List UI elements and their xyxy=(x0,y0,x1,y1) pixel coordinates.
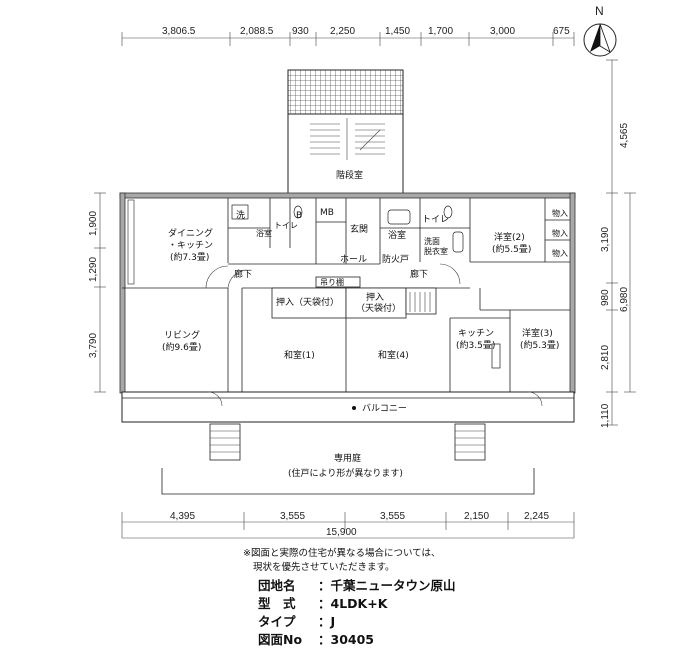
info-key-complex: 団地名 xyxy=(258,578,296,593)
room-mb-label: MB xyxy=(320,208,334,218)
left-dimension-line: 1,900 1,290 3,790 xyxy=(88,192,106,393)
disclaimer-line-1: ※図面と実際の住宅が異なる場合については、 xyxy=(243,548,441,559)
room-toilet-left-label: トイレ xyxy=(274,221,298,230)
info-row-type: 型 式 ：4LDK+K xyxy=(258,596,387,612)
dim-top-8: 675 xyxy=(553,26,570,37)
dim-right-1: 4,565 xyxy=(619,123,630,148)
room-storage-2-label: 物入 xyxy=(552,228,568,238)
interior-partitions xyxy=(122,198,570,407)
room-corridor-left-label: 廊下 xyxy=(234,268,252,280)
dim-right-2: 3,190 xyxy=(600,227,611,252)
room-storage-1-label: 物入 xyxy=(552,208,568,218)
room-balcony-label: バルコニー xyxy=(362,403,407,414)
room-wash-dress-label-2: 脱衣室 xyxy=(424,246,448,256)
room-labels: ダイニング ・キッチン (約7.3畳) 洗 浴室 B トイレ MB 玄関 浴室 … xyxy=(162,208,568,414)
dim-bottom-3: 3,555 xyxy=(380,511,405,522)
dim-bottom-2: 3,555 xyxy=(280,511,305,522)
dim-top-3: 930 xyxy=(292,26,309,37)
info-row-drawing-no: 図面No ：30405 xyxy=(258,632,374,648)
dim-left-3: 3,790 xyxy=(88,333,99,358)
dim-top-2: 2,088.5 xyxy=(240,26,274,37)
room-hall-label: ホール xyxy=(340,254,367,265)
room-living-label: リビング xyxy=(164,329,200,341)
info-row-variant: タイプ ：J xyxy=(258,614,335,630)
room-shelf-label: 吊り棚 xyxy=(320,277,344,287)
room-bath-left-label: 浴室 xyxy=(256,228,272,238)
dim-left-2: 1,290 xyxy=(88,257,99,282)
stair-tower: 階段室 xyxy=(287,69,404,195)
disclaimer-line-2: 現状を優先させていただきます。 xyxy=(253,562,395,573)
garden-label: 専用庭 xyxy=(334,452,361,464)
room-bath-right-label: 浴室 xyxy=(388,229,406,241)
room-oshiire-right-label: 押入 xyxy=(366,291,384,303)
dim-right-3: 6,980 xyxy=(619,287,630,312)
room-wash-dress-label: 洗面 xyxy=(424,236,440,246)
info-key-variant: タイプ xyxy=(258,614,296,629)
info-key-drawing-no: 図面No xyxy=(258,632,303,647)
room-washitsu4-label: 和室(4) xyxy=(378,349,409,361)
dim-top-4: 2,250 xyxy=(330,26,355,37)
room-west2-size: (約5.5畳) xyxy=(492,243,531,255)
compass-north-label: N xyxy=(595,4,604,18)
info-value-type: ：4LDK+K xyxy=(318,596,388,611)
bottom-dimension-line: 4,395 3,555 3,555 2,150 2,245 15,900 xyxy=(121,511,575,539)
garden-note: (住戸により形が異なります) xyxy=(288,467,403,479)
top-dimension-line: 3,806.5 2,088.5 930 2,250 1,450 1,700 3,… xyxy=(121,26,575,46)
info-key-type: 型 式 xyxy=(258,596,296,611)
dim-bottom-4: 2,150 xyxy=(464,511,489,522)
room-washitsu1-label: 和室(1) xyxy=(284,349,315,361)
room-b-label: B xyxy=(296,211,302,221)
dim-top-5: 1,450 xyxy=(385,26,410,37)
dim-top-1: 3,806.5 xyxy=(162,26,196,37)
room-toilet-right-label: トイレ xyxy=(422,215,449,225)
dim-right-4: 980 xyxy=(600,289,611,306)
dim-left-1: 1,900 xyxy=(88,211,99,236)
room-west3-size: (約5.3畳) xyxy=(520,339,559,351)
dim-right-6: 1,110 xyxy=(600,403,611,428)
room-wash-label: 洗 xyxy=(236,209,245,221)
room-entrance-label: 玄関 xyxy=(350,223,368,235)
info-value-drawing-no: ：30405 xyxy=(318,632,374,647)
info-row-complex: 団地名 ：千葉ニュータウン原山 xyxy=(258,578,456,594)
dim-top-6: 1,700 xyxy=(428,26,453,37)
room-oshiire-left-label: 押入（天袋付） xyxy=(276,296,339,308)
room-dining-label-2: ・キッチン xyxy=(168,240,213,251)
room-stair-label: 階段室 xyxy=(336,169,363,181)
room-storage-3-label: 物入 xyxy=(552,248,568,258)
right-dimension-line: 4,565 3,190 6,980 980 2,810 1,110 xyxy=(600,59,636,428)
dim-right-5: 2,810 xyxy=(600,345,611,370)
dim-top-7: 3,000 xyxy=(490,26,515,37)
room-living-size: (約9.6畳) xyxy=(162,341,201,353)
info-value-variant: ：J xyxy=(318,614,336,629)
room-west3-label: 洋室(3) xyxy=(522,327,553,339)
room-kitchen-label: キッチン xyxy=(458,328,494,339)
room-oshiire-right-label-2: （天袋付） xyxy=(356,302,401,314)
room-dining-size: (約7.3畳) xyxy=(170,251,209,263)
info-value-complex: ：千葉ニュータウン原山 xyxy=(318,578,456,593)
dim-bottom-total: 15,900 xyxy=(326,527,357,538)
private-garden: 専用庭 (住戸により形が異なります) xyxy=(161,423,535,495)
dim-bottom-5: 2,245 xyxy=(524,511,549,522)
north-compass-icon: N xyxy=(583,4,617,57)
room-fire-door-label: 防火戸 xyxy=(382,253,409,265)
room-west2-label: 洋室(2) xyxy=(494,231,525,243)
room-dining-label: ダイニング xyxy=(168,227,213,239)
room-corridor-right-label: 廊下 xyxy=(410,268,428,280)
room-kitchen-size: (約3.5畳) xyxy=(456,339,495,351)
disclaimer-notes: ※図面と実際の住宅が異なる場合については、 現状を優先させていただきます。 xyxy=(243,547,683,575)
exterior-walls xyxy=(119,192,576,423)
dim-bottom-1: 4,395 xyxy=(170,511,195,522)
